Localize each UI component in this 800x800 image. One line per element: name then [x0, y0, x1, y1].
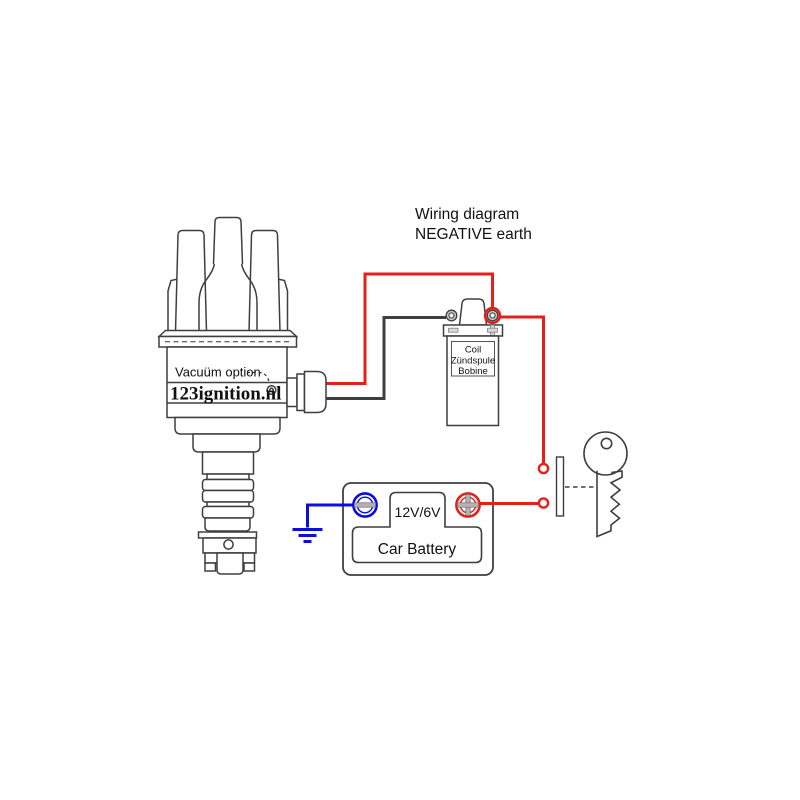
red-wire-distributor-to-coil	[325, 272, 494, 385]
coil-ht-tower	[458, 298, 488, 326]
drive-dog-leg-right	[243, 562, 256, 572]
black-wire-distributor-to-coil	[325, 316, 446, 400]
distributor-shaft	[197, 451, 258, 575]
shaft-pin-hole	[223, 539, 234, 550]
diagram-title: Wiring diagram NEGATIVE earth	[415, 206, 532, 243]
body-lower-2	[192, 433, 261, 453]
switch-terminal-bottom	[537, 497, 550, 509]
switch-terminal-top	[537, 462, 550, 475]
brand-label: 123ignition.nl	[170, 384, 281, 405]
ignition-coil: Coil Zündspule Bobine	[442, 298, 504, 427]
battery-inner-panel	[351, 491, 483, 564]
key-head	[583, 431, 628, 476]
distributor-cap	[157, 216, 299, 348]
coil-terminal-negative	[445, 309, 458, 322]
battery-terminals	[352, 492, 481, 518]
battery-voltage-label: 12V/6V	[395, 504, 442, 520]
title-line-2: NEGATIVE earth	[415, 226, 532, 243]
ground-symbol	[292, 528, 323, 543]
body-lower-1	[174, 416, 281, 435]
vacuum-pointer-dashed	[247, 371, 271, 384]
switch-plate	[555, 456, 565, 517]
title-line-1: Wiring diagram	[415, 206, 519, 223]
battery-name-label: Car Battery	[378, 541, 457, 558]
cap-base	[157, 329, 299, 338]
key-stem-and-teeth	[596, 470, 623, 538]
vacuum-option-label: Vacuüm option	[175, 365, 261, 380]
battery-plus-terminal	[455, 492, 481, 518]
cap-tower-left	[174, 229, 208, 333]
distributor: Vacuüm option 123ignition.nl	[157, 216, 327, 575]
key-hole	[600, 437, 613, 450]
shaft-washer	[197, 531, 258, 539]
cap-dome	[198, 263, 258, 332]
coil-terminal-positive	[483, 306, 502, 325]
ignition-key	[583, 431, 628, 538]
ignition-switch	[537, 456, 597, 517]
coil-label-box	[451, 341, 495, 377]
distributor-body: Vacuüm option 123ignition.nl	[166, 346, 288, 453]
wire-connector	[286, 370, 327, 414]
coil-label-1: Coil	[465, 345, 481, 356]
red-wire-coil-to-switch	[498, 315, 545, 464]
blue-wire-battery-to-ground	[306, 503, 354, 528]
drive-dog-center	[216, 552, 244, 575]
cap-tower-center	[212, 216, 244, 265]
coil-label-2: Zündspule	[451, 356, 495, 367]
battery-minus-terminal	[352, 492, 378, 518]
wires	[292, 272, 545, 543]
red-wire-ring	[483, 306, 502, 325]
cap-tower-right	[248, 229, 281, 333]
coil-minus-mark	[448, 327, 459, 333]
minus-symbol	[354, 502, 376, 508]
coil-plus-mark	[487, 324, 498, 336]
plus-symbol	[457, 494, 479, 516]
vacuum-nipple-center	[269, 387, 274, 393]
coil-label-3: Bobine	[458, 366, 488, 377]
drive-dog-leg-left	[204, 562, 217, 572]
